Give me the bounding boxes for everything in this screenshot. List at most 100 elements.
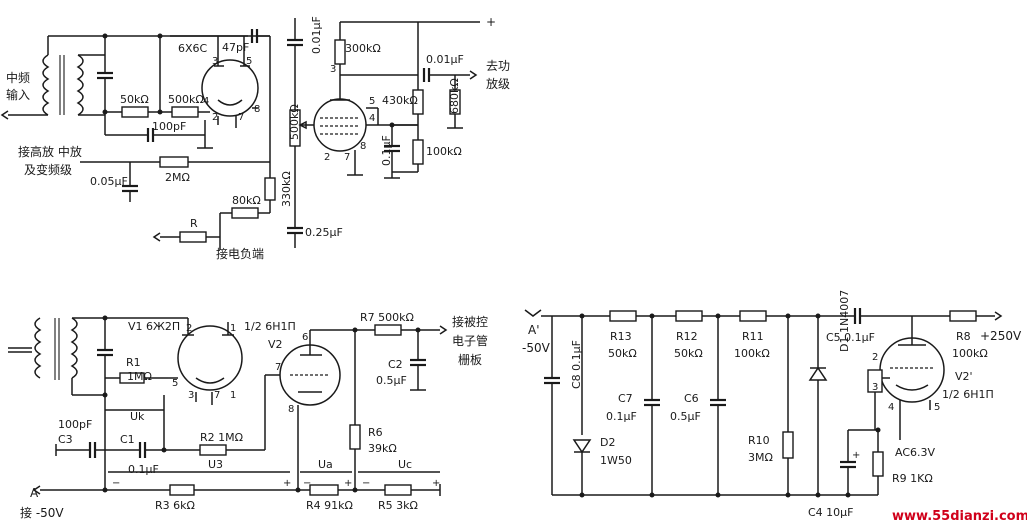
pin-7-r: 7	[344, 152, 350, 163]
watermark: www.55dianzi.com	[892, 509, 1027, 524]
v2p-pin-5: 5	[934, 402, 940, 413]
r12-label-a: R12	[676, 330, 698, 343]
bl-a-neg50: 接 -50V	[20, 505, 64, 520]
pin-8-top: 8	[254, 104, 260, 115]
bl-a-label: A	[30, 486, 39, 500]
v1-pin-1: 1	[230, 323, 236, 334]
r50k-label: 50kΩ	[120, 93, 149, 106]
c025-label: 0.25μF	[305, 226, 343, 239]
r500k-label: 500kΩ	[168, 93, 204, 106]
v1-pin-1b: 1	[230, 390, 236, 401]
c3v-label: 100pF	[58, 418, 92, 431]
v2-pin-8: 8	[288, 404, 294, 415]
r7-label: R7 500kΩ	[360, 311, 414, 324]
ua-minus: −	[303, 478, 311, 489]
pin-8-r: 8	[360, 141, 366, 152]
v1-pin-7: 7	[214, 390, 220, 401]
r1-value-visible: 1MΩ	[127, 370, 152, 383]
r10-label-b: 3MΩ	[748, 451, 773, 464]
r-label: R	[190, 217, 198, 230]
r330k-label: 330kΩ	[280, 171, 293, 207]
r10-label-a: R10	[748, 434, 770, 447]
c1-label: C1	[120, 433, 135, 446]
c100p-label: 100pF	[152, 120, 186, 133]
r8-label-a: R8	[956, 330, 971, 343]
r430k-label: 430kΩ	[382, 94, 418, 107]
v1-pin-3: 3	[188, 390, 194, 401]
c01-label: 0.1μF	[380, 135, 393, 166]
c7-label-a: C7	[618, 392, 633, 405]
c7-label-b: 0.1μF	[606, 410, 637, 423]
v2-name: V2	[268, 338, 283, 351]
r6-label-b: 39kΩ	[368, 442, 397, 455]
u3-label: U3	[208, 458, 223, 471]
bottom-left-circuit: R1 1MΩ V1 6Ж2П 2 1 5 3 7 1 1MΩ Uk 10	[8, 311, 488, 520]
c4-plus: +	[852, 450, 860, 461]
v2p-pin-4: 4	[888, 402, 894, 413]
pin-5-r: 5	[369, 96, 375, 107]
top-circuit: 中频 输入 50kΩ 500kΩ 100pF 6X6C	[0, 15, 510, 261]
r2m-label: 2MΩ	[165, 171, 190, 184]
c3-label: C3	[58, 433, 73, 446]
uc-minus: −	[362, 478, 370, 489]
ac-label: AC6.3V	[895, 446, 936, 459]
uc-plus: +	[432, 478, 440, 489]
v2p-label-a: V2'	[955, 370, 973, 383]
meter-label: 接电负端	[216, 246, 264, 261]
v2p-pin-2: 2	[872, 352, 878, 363]
plus-label: +	[486, 15, 496, 29]
c2-label-a: C2	[388, 358, 403, 371]
bottom-right-circuit: A' -50V C8 0.1μF D2 1W50 R13 50kΩ R12 50…	[522, 290, 1022, 519]
tube-6x6c	[201, 59, 259, 117]
r9-label: R9 1KΩ	[892, 472, 933, 485]
v2-pin-7: 7	[275, 362, 281, 373]
r100k-label: 100kΩ	[426, 145, 462, 158]
out-label-3: 栅板	[458, 352, 482, 367]
pin-7-top: 7	[238, 112, 244, 123]
c5-label: C5 0.1μF	[826, 331, 875, 344]
v2p-label-b: 1/2 6Н1П	[942, 388, 994, 401]
d2-label-a: D2	[600, 436, 615, 449]
br-neg50: -50V	[522, 341, 551, 355]
u3-plus: +	[283, 478, 291, 489]
r8-label-b: 100kΩ	[952, 347, 988, 360]
agc-label-2: 及变频级	[24, 162, 72, 177]
pin-4-r: 4	[369, 113, 375, 124]
r80k-label: 80kΩ	[232, 194, 261, 207]
tube-v2prime	[879, 337, 945, 403]
d1-label: D1 1N4007	[838, 290, 851, 352]
c001b-label: 0.01μF	[426, 53, 464, 66]
pin-3-r: 3	[330, 64, 336, 75]
pin-2-top: 2	[212, 112, 218, 123]
r4-label: R4 91kΩ	[306, 499, 353, 512]
pin-2-r: 2	[324, 152, 330, 163]
v2-label: 1/2 6Н1П	[244, 320, 296, 333]
c001-label: 0.01μF	[310, 16, 323, 54]
out-label-2: 放级	[486, 76, 510, 91]
v-plus-label: +250V	[980, 329, 1022, 343]
c6-label-b: 0.5μF	[670, 410, 701, 423]
c2-label-b: 0.5μF	[376, 374, 407, 387]
pin-4-top: 4	[203, 96, 209, 107]
r13-label-a: R13	[610, 330, 632, 343]
r1-label-a: R1	[126, 356, 141, 369]
pot-label: 500kΩ	[288, 104, 301, 140]
out-label-1: 去功	[486, 59, 510, 73]
tube-v1-6zh2p	[177, 325, 243, 391]
c4-label: C4 10μF	[808, 506, 854, 519]
uk-label: Uk	[130, 410, 145, 423]
r11-label-b: 100kΩ	[734, 347, 770, 360]
v1-pin-2: 2	[186, 323, 192, 334]
c6-label-a: C6	[684, 392, 699, 405]
r11-label-a: R11	[742, 330, 764, 343]
tube1-label: 6X6C	[178, 42, 208, 55]
if-input-label-1: 中频	[6, 70, 30, 85]
v1-pin-5: 5	[172, 378, 178, 389]
r6-label-a: R6	[368, 426, 383, 439]
out-label-1: 接被控	[452, 314, 488, 329]
if-input-label-2: 输入	[6, 87, 30, 102]
pin-5-top: 5	[246, 56, 252, 67]
d2-label-b: 1W50	[600, 454, 632, 467]
